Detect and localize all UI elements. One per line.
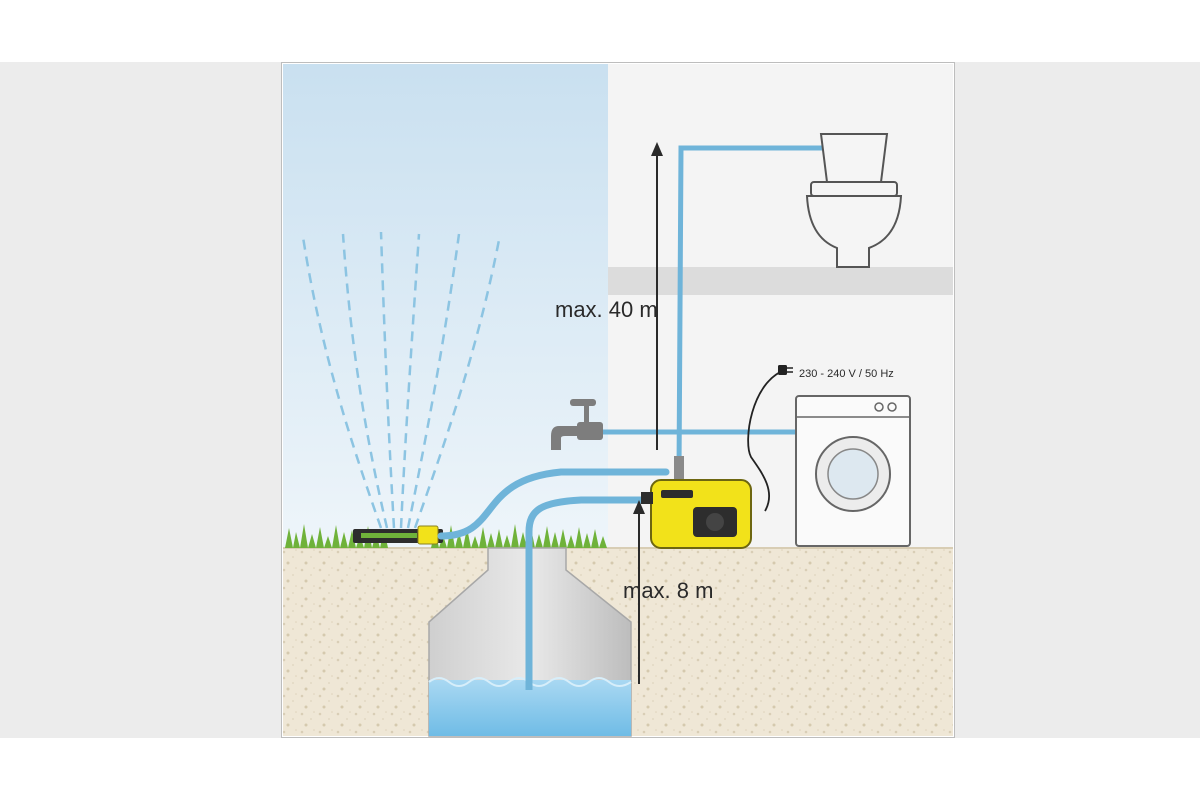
height-label: max. 40 m: [555, 297, 658, 322]
pipe-connector: [674, 456, 684, 480]
power-plug-icon: [778, 365, 793, 375]
sprinkler-spray: [301, 231, 501, 529]
suction-label: max. 8 m: [623, 578, 713, 603]
grass: [285, 524, 607, 548]
sky: [283, 64, 608, 548]
power-cable: [747, 369, 786, 512]
floor-slab: [608, 267, 953, 295]
voltage-label: 230 - 240 V / 50 Hz: [799, 368, 894, 380]
garden-hose: [437, 468, 670, 540]
diagram-frame: max. 40 m max. 8 m 230 - 240 V / 50 Hz: [281, 62, 955, 738]
suction-pipe: [525, 496, 653, 690]
suction-arrow: [633, 500, 645, 684]
height-arrow: [651, 142, 663, 450]
garden-pump-icon: [641, 479, 752, 549]
washing-machine-icon: [795, 395, 911, 547]
water-tap-icon: [551, 399, 603, 450]
sprinkler-icon: [353, 525, 443, 545]
toilet-icon: [805, 133, 903, 268]
pump-installation-diagram: max. 40 m max. 8 m 230 - 240 V / 50 Hz: [281, 62, 955, 738]
